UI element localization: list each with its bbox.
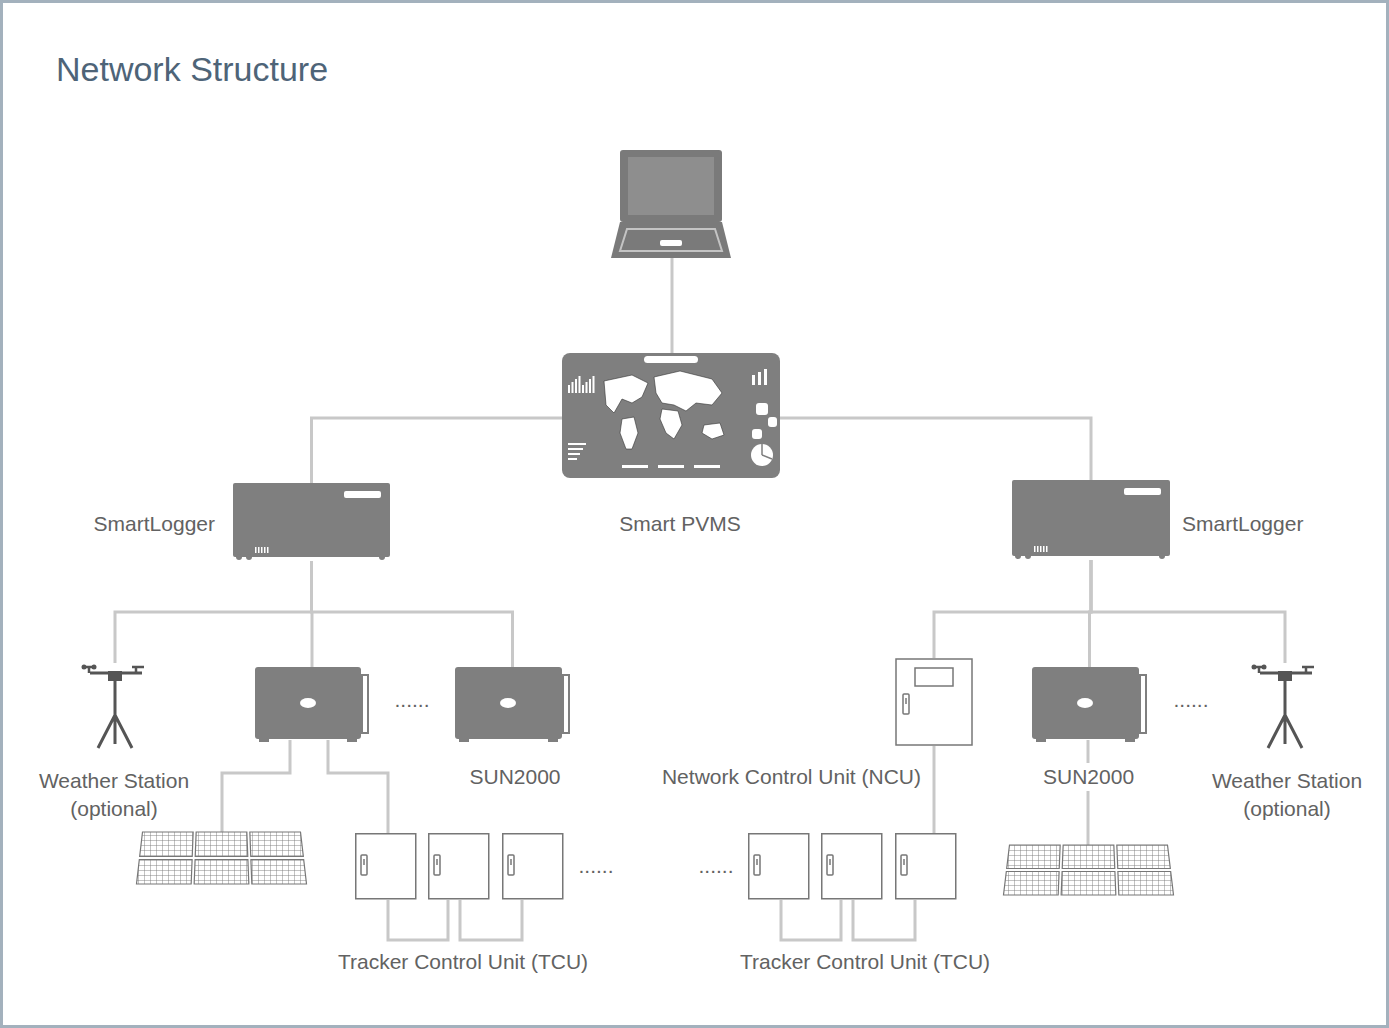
node-label: SmartLogger [30,510,218,538]
inverter: SUN2000 [455,667,570,742]
control-unit: Network Control Unit (NCU) [895,658,973,746]
solar-panel [137,832,1174,895]
diagram-title: Network Structure [56,48,328,90]
tracker-group: Tracker Control Unit (TCU) [748,833,956,901]
data-logger: SmartLogger [233,483,390,561]
weather-station: Weather Station (optional) [80,663,150,748]
inverter-icon [1032,667,1147,742]
connector [115,561,312,663]
connector [312,418,563,483]
node-label: Tracker Control Unit (TCU) [705,948,1025,976]
node-label: Weather Station (optional) [1196,767,1378,823]
ellipsis: ...... [697,852,735,880]
connector [1091,560,1285,663]
node-label: Smart PVMS [570,510,790,538]
management-system: Smart PVMS [562,353,780,478]
node-label: SUN2000 [1040,763,1136,791]
node-label: Tracker Control Unit (TCU) [303,948,623,976]
wire [222,258,1088,845]
connector [934,560,1091,658]
node-label: SmartLogger [1179,510,1349,538]
weather-station: Weather Station (optional) [1250,663,1320,748]
data-logger: SmartLogger [1012,480,1170,560]
connector [933,746,936,833]
ellipsis: ...... [1172,686,1210,714]
bus-wire [388,900,522,940]
ellipsis: ...... [577,852,615,880]
inverter: SUN2000 [1032,667,1147,742]
control-unit-icon [895,658,973,746]
node-label: SUN2000 [440,763,590,791]
inverter [255,667,368,742]
node-label: Network Control Unit (NCU) [600,763,924,791]
node-label: Weather Station (optional) [23,767,205,823]
connector [312,561,513,667]
tracker-group-icon [748,833,956,901]
management-system-icon [562,353,780,478]
weather-station-icon [80,663,150,748]
bus-wire [781,900,915,940]
laptop [611,150,731,258]
tracker-group: Tracker Control Unit (TCU) [355,833,563,901]
weather-station-icon [1250,663,1320,748]
inverter-icon [455,667,570,742]
tracker-group-icon [355,833,563,901]
connector [780,418,1091,480]
data-logger-icon [233,483,390,561]
ellipsis: ...... [394,686,430,714]
data-logger-icon [1012,480,1170,560]
